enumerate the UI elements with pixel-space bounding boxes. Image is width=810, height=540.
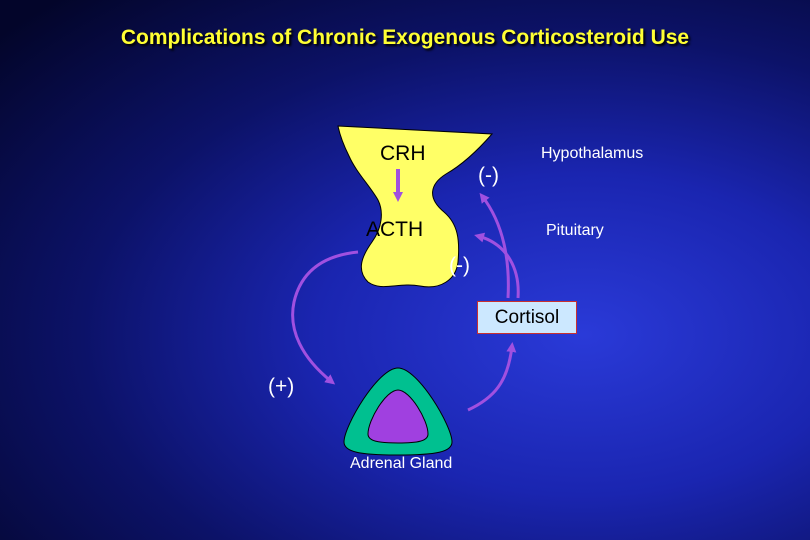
adrenal-to-cortisol-arrow [467, 342, 517, 412]
adrenal-gland-label: Adrenal Gland [350, 455, 453, 472]
slide-title: Complications of Chronic Exogenous Corti… [120, 26, 690, 49]
negative-feedback-pituitary-label: (-) [449, 254, 470, 277]
acth-label: ACTH [366, 218, 424, 241]
positive-stimulation-label: (+) [268, 375, 295, 398]
adrenal-gland-inner [367, 389, 429, 444]
cortisol-box: Cortisol [477, 301, 577, 334]
pituitary-label: Pituitary [546, 222, 604, 239]
acth-to-adrenal-arrow [291, 250, 359, 385]
crh-label: CRH [380, 142, 426, 165]
negative-feedback-hypothalamus-label: (-) [478, 164, 499, 187]
cortisol-to-hypothalamus-feedback-arrow [479, 192, 510, 299]
hypothalamus-pituitary-shape [337, 125, 494, 288]
hypothalamus-label: Hypothalamus [541, 145, 644, 162]
cortisol-to-pituitary-feedback-arrow [474, 232, 520, 299]
